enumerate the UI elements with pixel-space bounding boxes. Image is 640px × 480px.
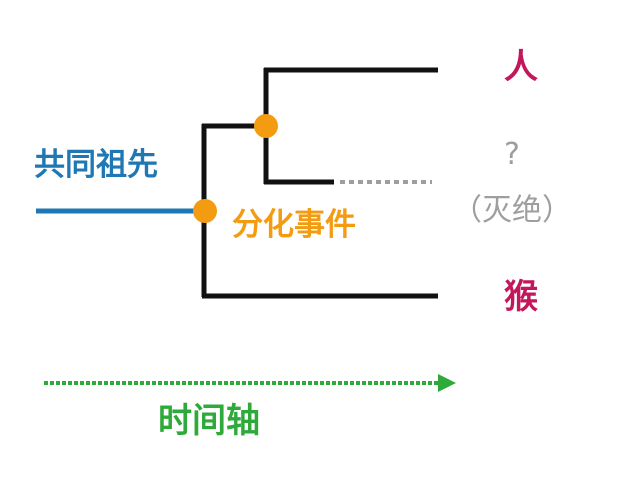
common-ancestor-label: 共同祖先 [34,147,158,183]
divergence-event-label: 分化事件 [232,207,356,243]
unknown-label: ? [504,137,520,172]
monkey-label: 猴 [504,277,538,317]
extinct-label: （灭绝） [452,193,572,228]
timeline-arrowhead [438,374,456,392]
human-label: 人 [504,47,538,87]
divergence-node-root [193,199,217,223]
divergence-node-upper [254,114,278,138]
timeline-label: 时间轴 [158,401,260,441]
